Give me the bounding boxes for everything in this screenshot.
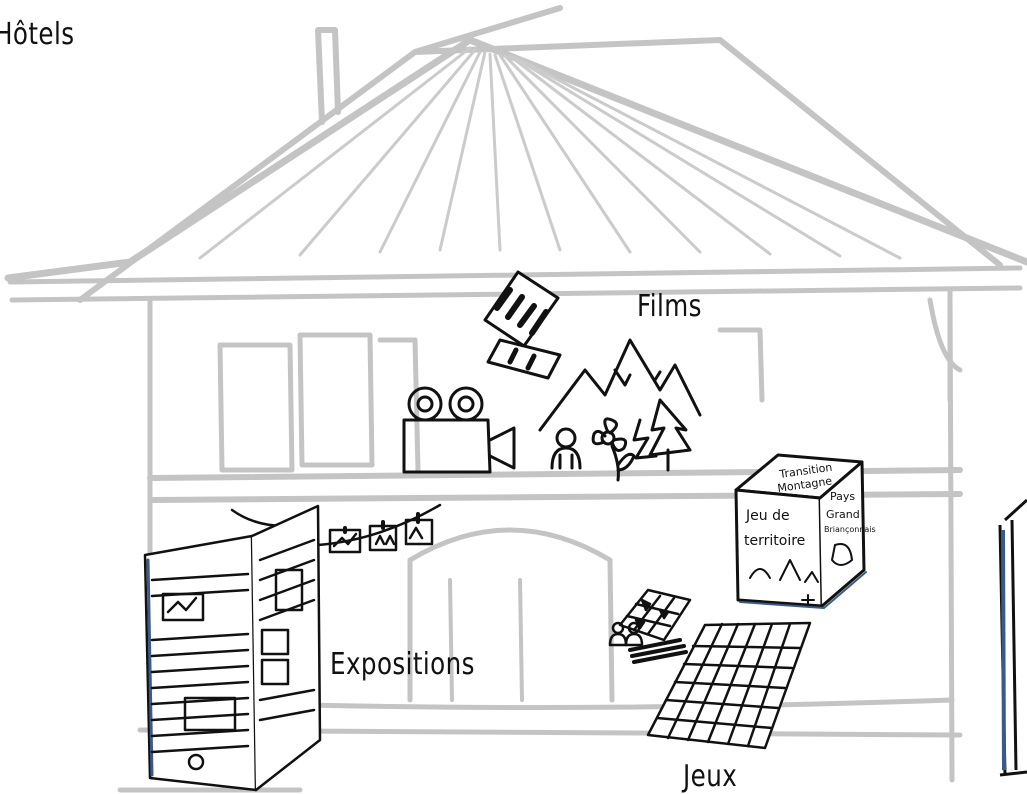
person-icon xyxy=(552,429,580,468)
box-side-text-2: Grand xyxy=(826,508,860,521)
exhibition-panels-icon xyxy=(145,506,320,790)
label-films: Films xyxy=(637,292,702,322)
label-hotels: Hôtels xyxy=(0,20,74,50)
film-camera-icon xyxy=(404,388,514,472)
box-side-text-1: Pays xyxy=(830,490,855,503)
cropped-drawing-right xyxy=(1000,500,1027,775)
game-box-icon: Transition Montagne Jeu de territoire Pa… xyxy=(736,455,876,608)
clapperboard-icon xyxy=(485,272,560,378)
trees-icon xyxy=(634,400,690,470)
label-jeux: Jeux xyxy=(683,762,737,792)
box-front-text-2: territoire xyxy=(744,533,805,549)
box-side-text-3: Briançonnais xyxy=(824,525,876,534)
pawns-icon xyxy=(610,623,686,662)
box-front-text-1: Jeu de xyxy=(745,508,790,524)
label-expositions: Expositions xyxy=(330,650,475,680)
